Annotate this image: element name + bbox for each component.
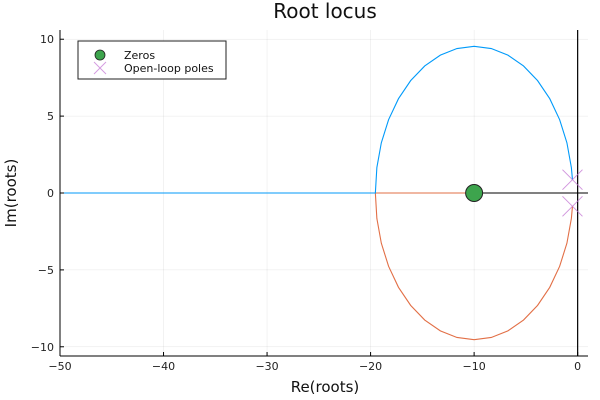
y-tick-label: −10 <box>31 341 54 354</box>
x-tick-label: −40 <box>152 360 175 373</box>
x-tick-label: −20 <box>359 360 382 373</box>
legend-zeros-marker <box>94 49 106 61</box>
zero-marker <box>465 184 484 202</box>
pole-marker-stroke <box>562 195 583 217</box>
axes <box>59 30 588 357</box>
legend-zeros-label: Zeros <box>124 49 155 62</box>
pole-marker <box>562 169 583 191</box>
y-axis-label: Im(roots) <box>2 159 20 228</box>
x-tick-label: 0 <box>574 360 581 373</box>
locus-branch-2 <box>374 192 574 341</box>
pole-marker-stroke <box>562 169 583 191</box>
y-tick-label: 5 <box>47 110 54 123</box>
series-layer <box>60 30 588 356</box>
y-tick-label: 10 <box>40 33 54 46</box>
chart-title: Root locus <box>273 0 377 23</box>
legend-poles-marker <box>93 61 107 75</box>
legend: Zeros Open-loop poles <box>77 40 227 80</box>
y-tick-label: 0 <box>47 187 54 200</box>
legend-box <box>77 40 227 80</box>
x-tick-label: −30 <box>255 360 278 373</box>
tick-labels: −50 −40 −30 −20 −10 0 −10 −5 0 5 10 <box>31 33 581 373</box>
legend-poles-label: Open-loop poles <box>124 62 214 75</box>
pole-marker <box>562 195 583 217</box>
x-tick-label: −10 <box>463 360 486 373</box>
x-axis-label: Re(roots) <box>291 378 360 396</box>
locus-branch-1 <box>60 45 574 194</box>
y-tick-label: −5 <box>38 264 54 277</box>
x-tick-label: −50 <box>48 360 71 373</box>
